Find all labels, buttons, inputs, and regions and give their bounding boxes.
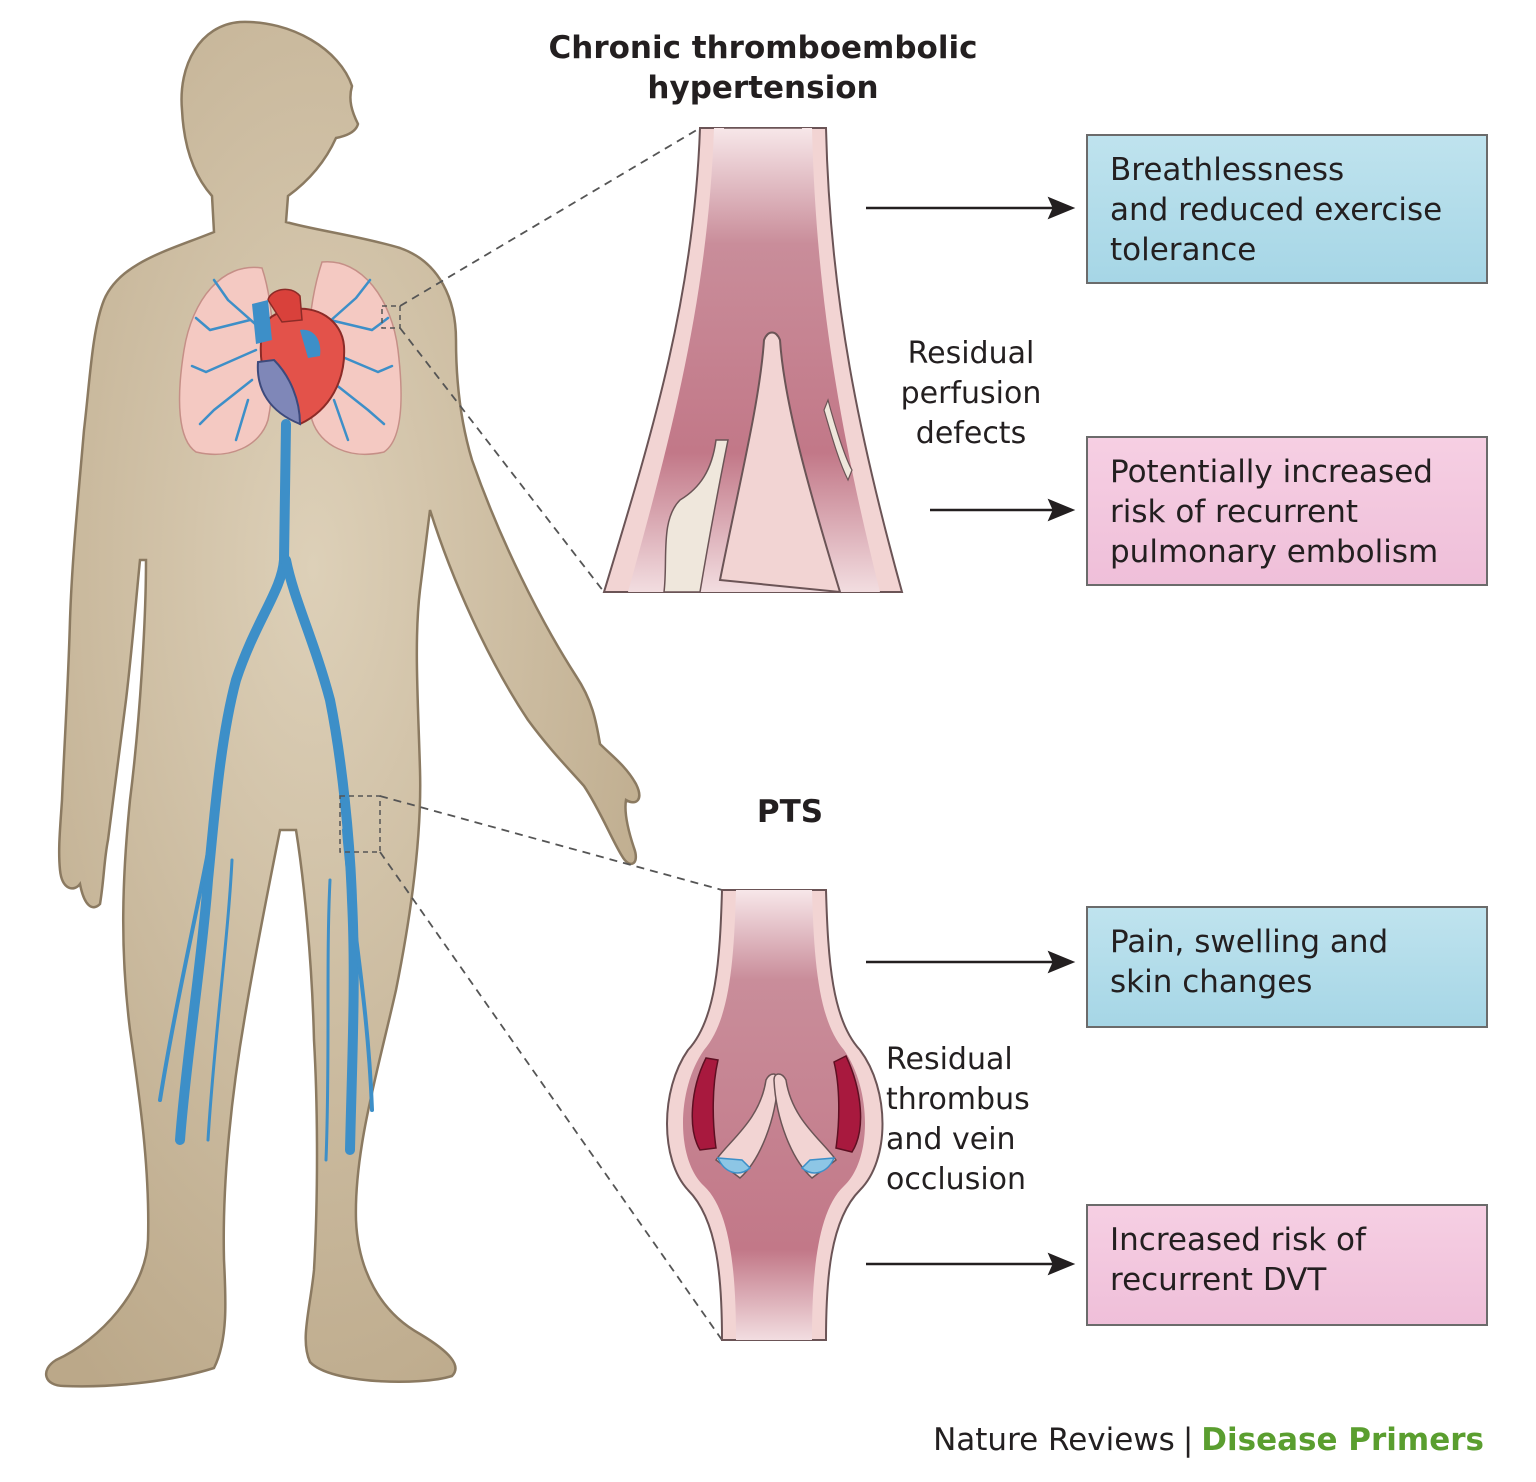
thrombus-occlusion-label: Residual thrombus and vein occlusion xyxy=(886,1042,1030,1197)
outcome-box-recurrent-dvt: Increased risk of recurrent DVT xyxy=(1086,1204,1488,1326)
journal-credit: Nature Reviews|Disease Primers xyxy=(933,1420,1484,1460)
outcome-box-breathlessness: Breathlessness and reduced exercise tole… xyxy=(1086,134,1488,284)
outcome-box-recurrent-pe: Potentially increased risk of recurrent … xyxy=(1086,436,1488,586)
pulmonary-vessels xyxy=(190,278,394,442)
arrows xyxy=(866,196,1076,1276)
cteph-heading-line-1: Chronic thromboembolic xyxy=(548,30,978,66)
lung-zoom-marker xyxy=(381,305,401,329)
lungs xyxy=(178,261,402,455)
cteph-heading-line-2: hypertension xyxy=(647,70,879,106)
cteph-heading: Chronic thromboembolic hypertension xyxy=(548,28,978,108)
perfusion-defects-label: Residual perfusion defects xyxy=(900,336,1042,451)
pulmonary-artery-illustration xyxy=(602,127,904,594)
deep-vein-illustration xyxy=(666,889,884,1341)
outcome-box-pain-swelling: Pain, swelling and skin changes xyxy=(1086,906,1488,1028)
human-body xyxy=(44,20,641,1388)
journal-series: Disease Primers xyxy=(1201,1422,1484,1458)
zoom-leader-lines xyxy=(379,127,723,1341)
leg-zoom-marker xyxy=(339,795,381,853)
journal-brand: Nature Reviews xyxy=(933,1422,1175,1458)
credit-separator: | xyxy=(1182,1422,1194,1458)
veins xyxy=(158,419,374,1162)
pts-heading: PTS xyxy=(756,794,824,830)
heart xyxy=(252,288,346,426)
